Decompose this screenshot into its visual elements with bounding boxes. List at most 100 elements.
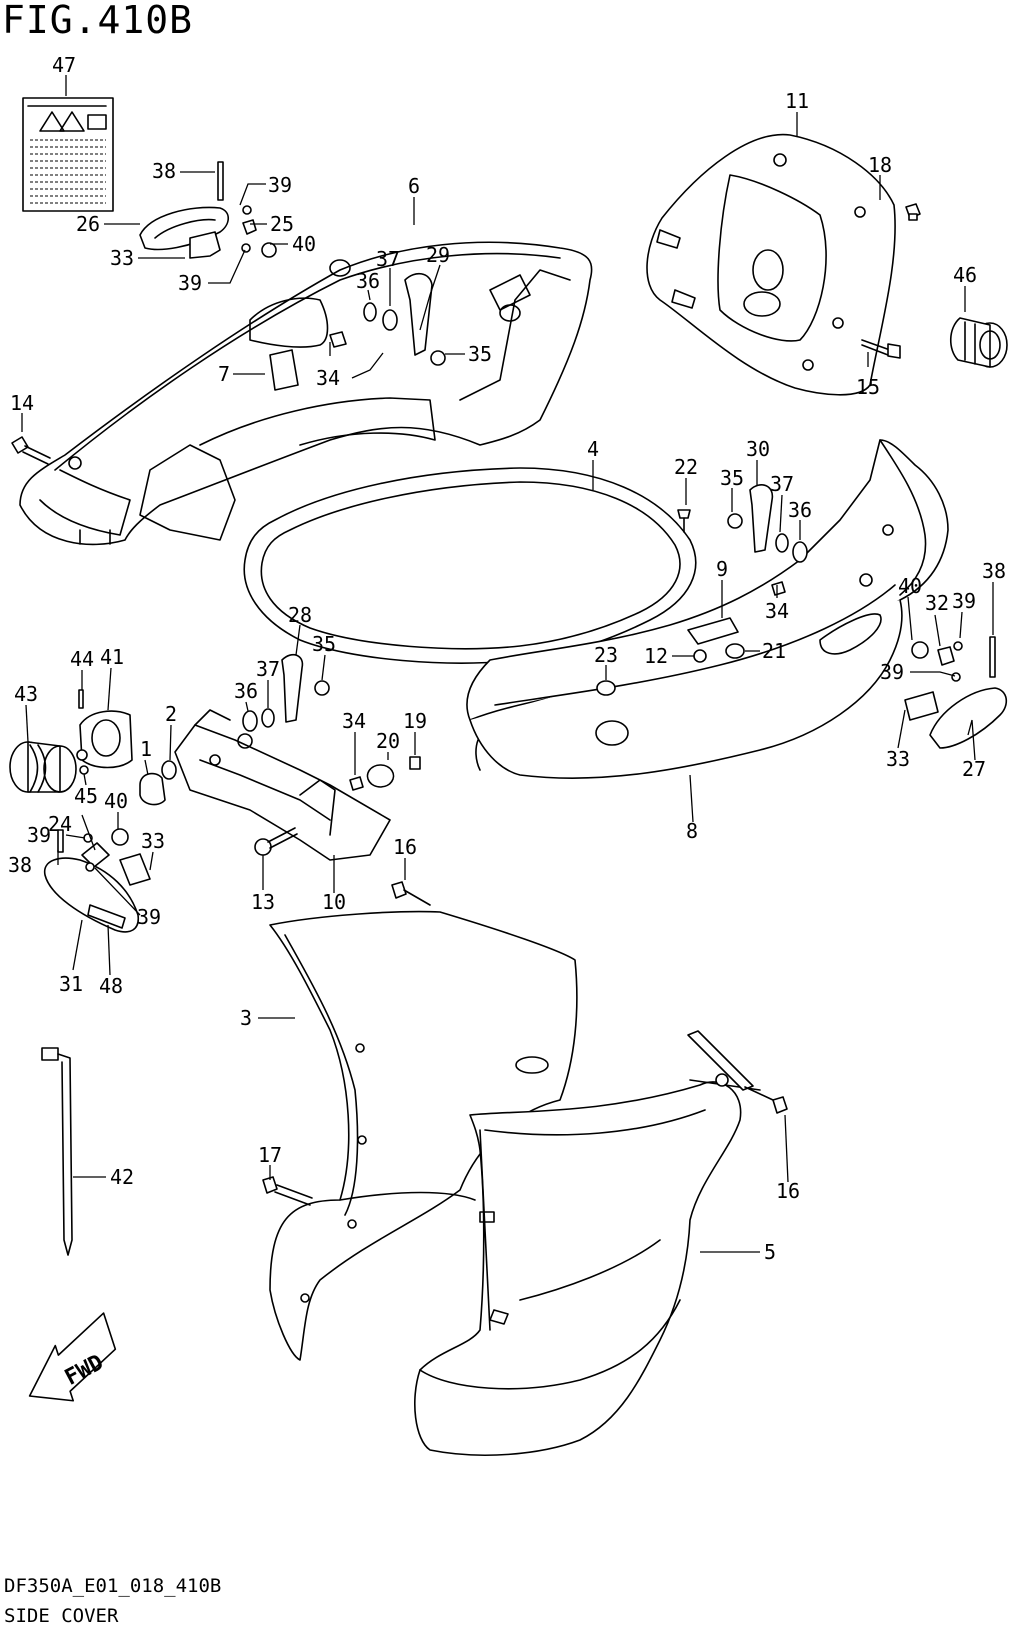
callout-36[interactable]: 36 [788, 498, 812, 522]
callout-36[interactable]: 36 [356, 269, 380, 293]
callout-5[interactable]: 5 [764, 1240, 776, 1264]
latch-assembly-left[interactable] [44, 828, 151, 933]
connector-part-41[interactable] [76, 689, 133, 769]
rear-upper-cover-part-11[interactable] [646, 133, 896, 396]
grommet-part-46[interactable] [949, 317, 1008, 368]
callout-2[interactable]: 2 [165, 702, 177, 726]
bracket-part-9[interactable] [687, 581, 786, 663]
callout-43[interactable]: 43 [14, 682, 38, 706]
callout-42[interactable]: 42 [110, 1165, 134, 1189]
callout-39[interactable]: 39 [268, 173, 292, 197]
callout-37[interactable]: 37 [770, 472, 794, 496]
callout-39[interactable]: 39 [880, 660, 904, 684]
pad-part-7[interactable] [269, 349, 299, 391]
washer-part-2[interactable] [161, 760, 177, 780]
callout-40[interactable]: 40 [898, 574, 922, 598]
callout-39[interactable]: 39 [137, 905, 161, 929]
bolt-part-18[interactable] [905, 203, 921, 221]
callout-34[interactable]: 34 [765, 599, 789, 623]
callout-30[interactable]: 30 [746, 437, 770, 461]
callout-38[interactable]: 38 [152, 159, 176, 183]
callout-48[interactable]: 48 [99, 974, 123, 998]
bolt-part-14[interactable] [11, 436, 51, 465]
callout-25[interactable]: 25 [270, 212, 294, 236]
callout-34[interactable]: 34 [316, 366, 340, 390]
mount-bracket-part-10[interactable] [174, 709, 391, 861]
callout-37[interactable]: 37 [256, 657, 280, 681]
callout-14[interactable]: 14 [10, 391, 34, 415]
callout-6[interactable]: 6 [408, 174, 420, 198]
grommet-part-43[interactable] [9, 741, 77, 793]
callout-8[interactable]: 8 [686, 819, 698, 843]
callout-40[interactable]: 40 [292, 232, 316, 256]
callout-1[interactable]: 1 [140, 737, 152, 761]
callout-36[interactable]: 36 [234, 679, 258, 703]
callout-47[interactable]: 47 [52, 53, 76, 77]
callout-15[interactable]: 15 [856, 375, 880, 399]
callout-19[interactable]: 19 [403, 709, 427, 733]
callout-10[interactable]: 10 [322, 890, 346, 914]
callout-21[interactable]: 21 [762, 639, 786, 663]
screw-part-45[interactable] [79, 765, 89, 775]
grommet-part-23[interactable] [596, 680, 616, 696]
callout-32[interactable]: 32 [925, 591, 949, 615]
callout-37[interactable]: 37 [376, 247, 400, 271]
callout-33[interactable]: 33 [141, 829, 165, 853]
hook-bracket-part-37-upper[interactable] [329, 272, 446, 366]
callout-35[interactable]: 35 [720, 466, 744, 490]
callout-31[interactable]: 31 [59, 972, 83, 996]
callout-38[interactable]: 38 [8, 853, 32, 877]
upper-side-cover-part-8[interactable] [466, 439, 949, 779]
callout-24[interactable]: 24 [48, 812, 72, 836]
latch-assembly-upper[interactable] [139, 161, 277, 259]
bushing-part-1[interactable] [139, 772, 166, 806]
callout-35[interactable]: 35 [468, 342, 492, 366]
callout-45[interactable]: 45 [74, 784, 98, 808]
callout-39[interactable]: 39 [178, 271, 202, 295]
pin-part-22[interactable] [677, 509, 691, 533]
callout-33[interactable]: 33 [110, 246, 134, 270]
callout-39[interactable]: 39 [27, 823, 51, 847]
callout-13[interactable]: 13 [251, 890, 275, 914]
cable-tie-part-42[interactable] [41, 1047, 73, 1256]
callout-26[interactable]: 26 [76, 212, 100, 236]
callout-27[interactable]: 27 [962, 757, 986, 781]
callout-16[interactable]: 16 [776, 1179, 800, 1203]
bolt-part-16-lower[interactable] [744, 1086, 788, 1114]
hook-bracket-part-30[interactable] [727, 484, 808, 563]
bolt-part-16-upper[interactable] [391, 881, 431, 906]
hook-bracket-part-28[interactable] [242, 653, 421, 791]
callout-33[interactable]: 33 [886, 747, 910, 771]
callout-16[interactable]: 16 [393, 835, 417, 859]
callout-17[interactable]: 17 [258, 1143, 282, 1167]
callout-38[interactable]: 38 [982, 559, 1006, 583]
callout-18[interactable]: 18 [868, 153, 892, 177]
lower-side-cover-part-5[interactable] [414, 1030, 761, 1456]
upper-side-cover-part-6[interactable] [19, 241, 593, 546]
callout-44[interactable]: 44 [70, 647, 94, 671]
callout-23[interactable]: 23 [594, 643, 618, 667]
callout-20[interactable]: 20 [376, 729, 400, 753]
callout-34[interactable]: 34 [342, 709, 366, 733]
screw-part-15[interactable] [861, 339, 901, 359]
callout-4[interactable]: 4 [587, 437, 599, 461]
callout-28[interactable]: 28 [288, 603, 312, 627]
seal-ring-part-4[interactable] [243, 467, 697, 664]
callout-9[interactable]: 9 [716, 557, 728, 581]
lower-side-cover-part-3[interactable] [269, 910, 578, 1361]
figure-title: FIG.410B [2, 0, 194, 42]
callout-29[interactable]: 29 [426, 243, 450, 267]
warning-label-part-47[interactable] [22, 97, 114, 212]
callout-12[interactable]: 12 [644, 644, 668, 668]
callout-41[interactable]: 41 [100, 645, 124, 669]
callout-46[interactable]: 46 [953, 263, 977, 287]
bolt-part-17[interactable] [262, 1176, 313, 1206]
callout-35[interactable]: 35 [312, 632, 336, 656]
callout-22[interactable]: 22 [674, 455, 698, 479]
callout-3[interactable]: 3 [240, 1006, 252, 1030]
latch-assembly-right[interactable] [904, 636, 1008, 749]
callout-11[interactable]: 11 [785, 89, 809, 113]
callout-7[interactable]: 7 [218, 362, 230, 386]
callout-40[interactable]: 40 [104, 789, 128, 813]
callout-39[interactable]: 39 [952, 589, 976, 613]
